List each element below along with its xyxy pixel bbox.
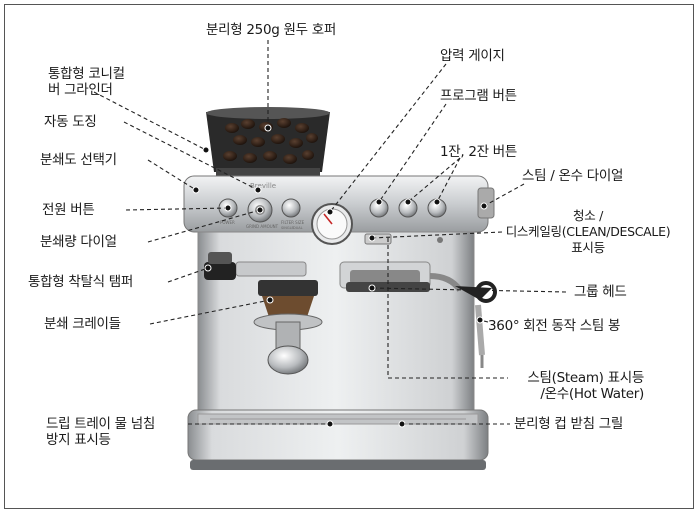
brand-logo: Breville [250,182,276,190]
label-steam-light-line1: 스팀(Steam) 표시등 [527,370,644,386]
label-steam-light-line2: /온수(Hot Water) [540,386,644,402]
label-steam-wand: 360° 회전 동작 스팀 봉 [488,318,621,334]
drip-tray [187,409,489,470]
grind-cradle [253,280,323,375]
panel-label-filter: FILTER SIZE [281,220,305,225]
label-power: 전원 버튼 [42,202,95,218]
label-grind-amount: 분쇄량 다이얼 [40,234,117,250]
label-clean-line2: 디스케일링(CLEAN/DESCALE) [505,224,671,239]
label-tamper: 통합형 착탈식 탬퍼 [28,274,133,290]
label-drip-line1: 드립 트레이 물 넘침 [46,416,155,432]
label-clean-line1: 청소 / [573,208,603,223]
label-pressure: 압력 게이지 [440,48,505,64]
label-grind-select: 분쇄도 선택기 [40,152,117,168]
label-grinder-line1: 통합형 코니컬 [48,66,125,82]
panel-label-power: POWER [220,220,235,225]
tamper [204,252,236,280]
label-cradle: 분쇄 크레이들 [44,316,121,332]
frame-border [4,4,694,509]
label-grinder-line2: 버 그라인더 [48,82,113,98]
label-program: 프로그램 버튼 [440,88,517,104]
panel-label-single: SINGLE [281,226,294,230]
label-drip: 드립 트레이 물 넘침 방지 표시등 [46,416,155,448]
label-group-head: 그룹 헤드 [574,284,627,300]
bean-hopper [206,107,330,176]
label-steam-dial: 스팀 / 온수 다이얼 [522,168,624,184]
panel-label-amount: GRIND AMOUNT [246,224,279,229]
label-grinder: 통합형 코니컬 버 그라인더 [48,66,125,98]
label-clean-line3: 표시등 [571,240,605,255]
label-dosing: 자동 도징 [44,114,97,130]
label-cup-grill: 분리형 컵 받침 그릴 [514,416,623,432]
label-hopper: 분리형 250g 원두 호퍼 [206,22,336,38]
label-clean: 청소 / 디스케일링(CLEAN/DESCALE) 표시등 [498,208,678,256]
label-drip-line2: 방지 표시등 [46,432,111,448]
label-cups: 1잔, 2잔 버튼 [440,144,518,160]
callout-lines [93,40,567,425]
label-steam-light: 스팀(Steam) 표시등 /온수(Hot Water) [494,370,644,402]
panel-label-dual: DUAL [293,226,303,230]
callout-dots [192,124,488,428]
